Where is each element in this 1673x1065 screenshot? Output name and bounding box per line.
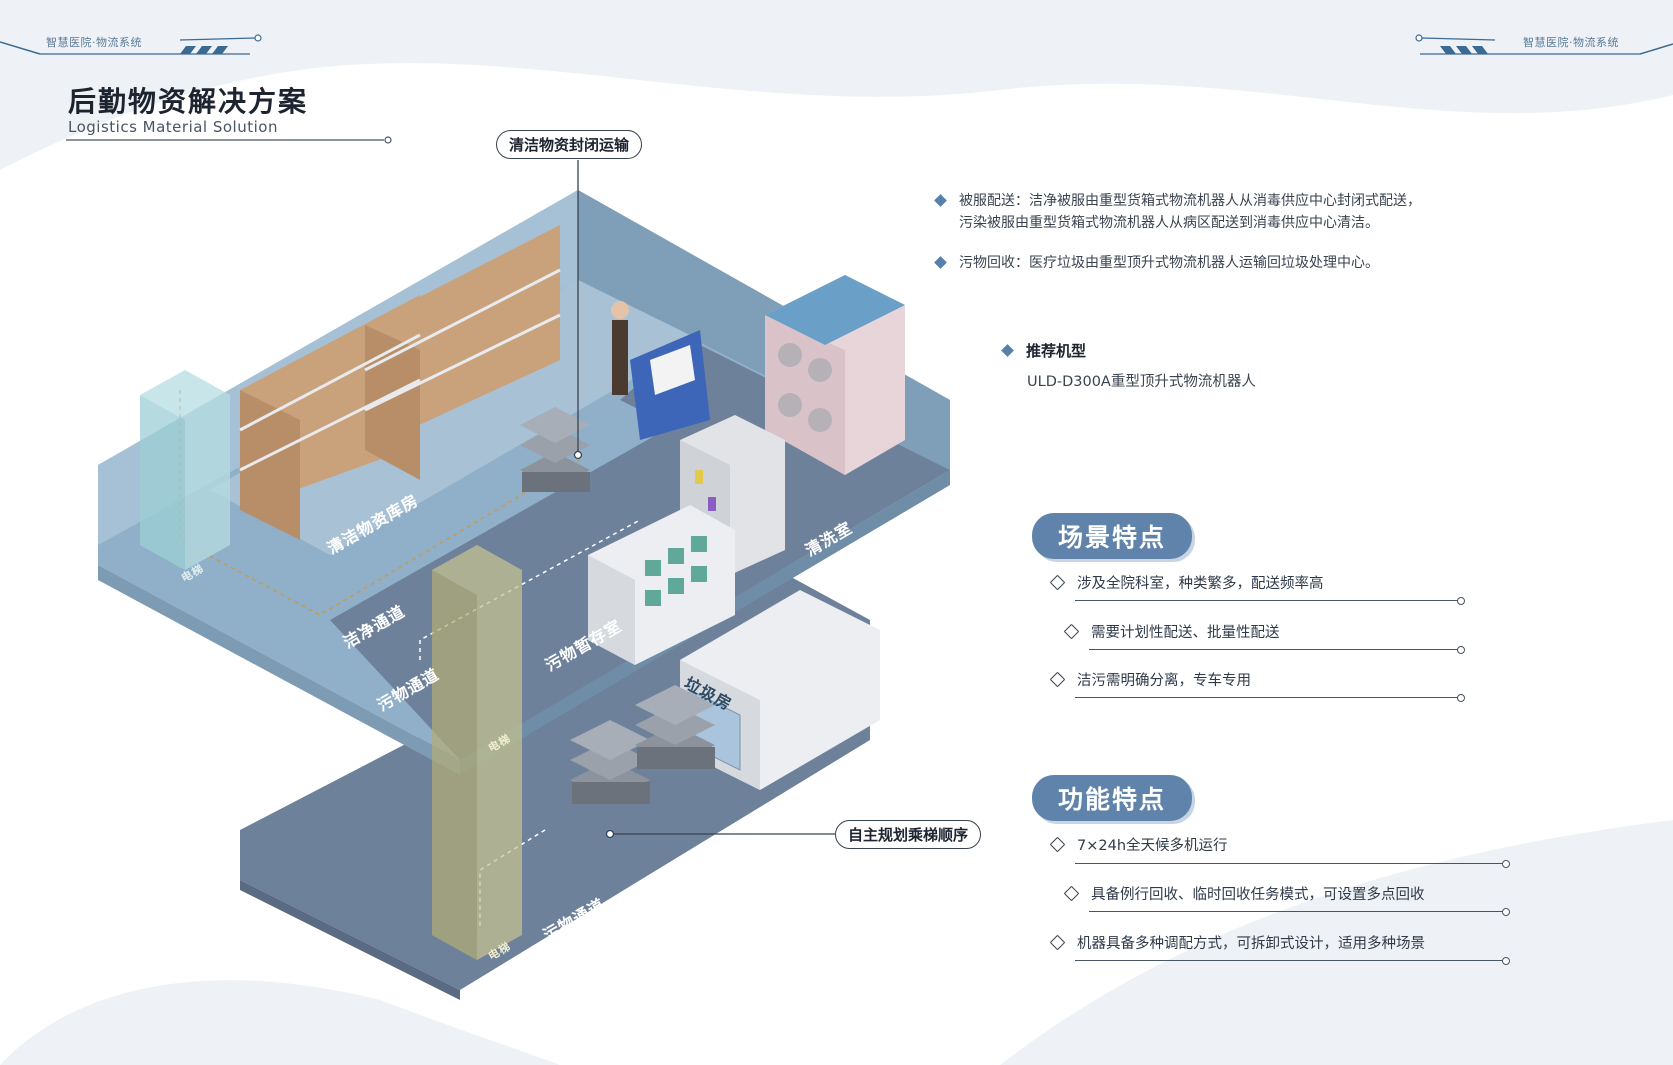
feature-underline <box>1089 906 1510 917</box>
callout-closed-transport: 清洁物资封闭运输 <box>496 130 643 159</box>
feature-underline <box>1075 595 1465 606</box>
robot-lower-b <box>635 685 715 769</box>
diamond-bullet-icon <box>1001 344 1014 357</box>
logistics-floor-diagram <box>98 160 950 1000</box>
feature-underline <box>1075 858 1510 869</box>
washing-machines <box>765 275 905 475</box>
scene-feature-item: 洁污需明确分离，专车专用 <box>1049 669 1251 690</box>
diamond-outline-icon <box>1049 671 1066 688</box>
function-feature-item: 具备例行回收、临时回收任务模式，可设置多点回收 <box>1063 883 1425 904</box>
description-item: 被服配送：洁净被服由重型货箱式物流机器人从消毒供应中心封闭式配送， 污染被服由重… <box>934 190 1556 234</box>
page-title: 后勤物资解决方案 <box>68 85 309 118</box>
diamond-outline-icon <box>1049 934 1066 951</box>
staff-with-laundry-cart <box>611 301 710 440</box>
recommended-block: 推荐机型 ULD-D300A重型顶升式物流机器人 <box>1001 340 1256 391</box>
recommended-title: 推荐机型 <box>1026 342 1087 360</box>
description-text: 污物回收：医疗垃圾由重型顶升式物流机器人运输回垃圾处理中心。 <box>959 255 1379 271</box>
elevator-shaft-center <box>432 545 522 960</box>
robot-upper <box>520 407 590 492</box>
diamond-outline-icon <box>1049 574 1066 591</box>
diamond-outline-icon <box>1063 885 1080 902</box>
callout-elevator-planning: 自主规划乘梯顺序 <box>835 820 982 849</box>
diamond-outline-icon <box>1049 836 1066 853</box>
function-features-title: 功能特点 <box>1032 775 1193 821</box>
robot-lower-a <box>570 720 650 804</box>
recommended-model: ULD-D300A重型顶升式物流机器人 <box>1027 374 1256 390</box>
page-subtitle: Logistics Material Solution <box>68 118 278 136</box>
function-feature-item: 机器具备多种调配方式，可拆卸式设计，适用多种场景 <box>1049 932 1425 953</box>
description-item: 污物回收：医疗垃圾由重型顶升式物流机器人运输回垃圾处理中心。 <box>934 252 1556 274</box>
corner-ornament-left <box>0 34 262 55</box>
scene-feature-item: 需要计划性配送、批量性配送 <box>1063 621 1280 642</box>
description-text: 被服配送：洁净被服由重型货箱式物流机器人从消毒供应中心封闭式配送， <box>959 193 1421 209</box>
corner-ornament-right <box>1415 34 1673 55</box>
corner-label-left: 智慧医院·物流系统 <box>46 36 142 49</box>
elevator-shaft-left <box>140 370 230 570</box>
feature-underline <box>1089 644 1465 655</box>
scene-features-title: 场景特点 <box>1032 513 1193 559</box>
description-text: 污染被服由重型货箱式物流机器人从病区配送到消毒供应中心清洁。 <box>959 215 1379 231</box>
feature-underline <box>1075 955 1510 966</box>
diamond-bullet-icon <box>934 256 947 269</box>
scene-feature-item: 涉及全院科室，种类繁多，配送频率高 <box>1049 572 1324 593</box>
feature-underline <box>1075 692 1465 703</box>
dirty-storage-cabinets <box>588 505 735 665</box>
diamond-bullet-icon <box>934 194 947 207</box>
storage-shelves <box>239 225 561 540</box>
description-block: 被服配送：洁净被服由重型货箱式物流机器人从消毒供应中心封闭式配送， 污染被服由重… <box>934 190 1556 274</box>
title-underline <box>66 136 392 144</box>
function-feature-item: 7×24h全天候多机运行 <box>1049 834 1228 855</box>
corner-label-right: 智慧医院·物流系统 <box>1523 36 1619 49</box>
diamond-outline-icon <box>1063 623 1080 640</box>
